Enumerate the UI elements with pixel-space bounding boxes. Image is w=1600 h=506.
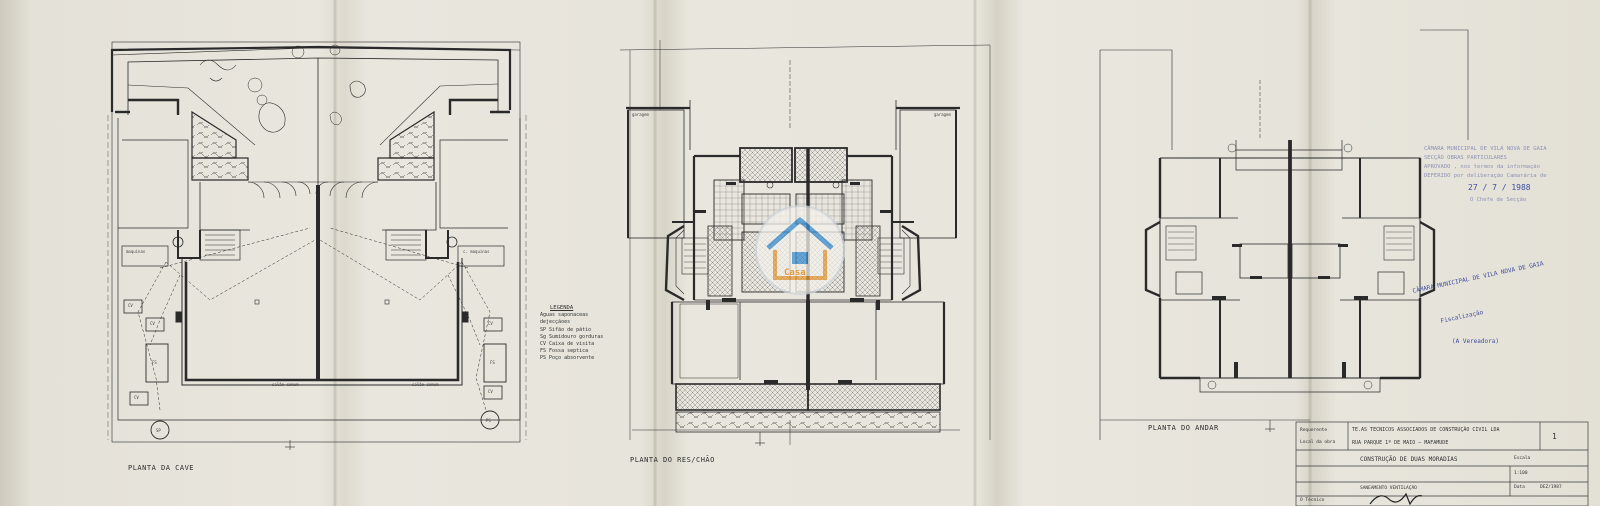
room-label-garagem-left: garagem xyxy=(632,112,649,117)
room-label-garagem-right: garagem xyxy=(934,112,951,117)
title-block-project: CONSTRUÇÃO DE DUAS MORADIAS xyxy=(1360,456,1458,463)
watermark-logo xyxy=(755,205,845,295)
title-block-escala-label: Escala xyxy=(1514,456,1531,461)
watermark-text: Casa xyxy=(784,268,806,278)
tag-cv-1: CV xyxy=(128,303,133,308)
approval-stamp-line: SECÇÃO OBRAS PARTICULARES xyxy=(1424,155,1507,161)
tag-cv-3: CV xyxy=(134,395,139,400)
tag-cv-2: CV xyxy=(150,321,155,326)
title-block-escala: 1:100 xyxy=(1514,471,1528,476)
approval-stamp-line: CÂMARA MUNICIPAL DE VILA NOVA DE GAIA xyxy=(1424,146,1547,152)
title-block-company: TE.AS TECNICOS ASSOCIADOS DE CONSTRUÇÃO … xyxy=(1352,427,1500,433)
room-label-salao-left: salão comum xyxy=(272,382,299,387)
fiscal-stamp-line: (A Vereadora) xyxy=(1452,338,1499,345)
tag-fs-2: FS xyxy=(490,360,495,365)
plan-title-andar: PLANTA DO ANDAR xyxy=(1148,424,1219,432)
approval-stamp-date: 27 / 7 / 1988 xyxy=(1468,183,1531,192)
title-block-subject: SANEAMENTO VENTILAÇÃO xyxy=(1360,486,1417,491)
title-block-requerente-label: Requerente xyxy=(1300,428,1328,433)
approval-stamp-line: DEFERIDO por deliberação Camarária de xyxy=(1424,173,1547,179)
plan-title-res-chao: PLANTA DO RES/CHÃO xyxy=(630,456,715,464)
title-block-frame xyxy=(1295,421,1589,506)
tag-cv-4: CV xyxy=(488,321,493,326)
legend-item: FS Fossa septica xyxy=(540,348,589,355)
legend-item: Sg Sumidouro gorduras xyxy=(540,333,604,340)
plan-title-cave: PLANTA DA CAVE xyxy=(128,464,195,472)
tag-sp: SP xyxy=(156,428,161,433)
legend-item: dejecçãoes xyxy=(540,319,571,326)
title-block-local-label: Local da obra xyxy=(1300,440,1336,445)
legend-item: CV Caixa de visita xyxy=(540,341,595,348)
legend-item: Aguas saponaceas xyxy=(540,312,589,319)
tag-fs-1: FS xyxy=(152,360,157,365)
room-label-maquinas-left: maquinas xyxy=(126,249,146,254)
title-block-data: DEZ/1987 xyxy=(1540,485,1562,490)
plan-andar xyxy=(1099,29,1469,440)
legend: LEGENDA Aguas saponaceas dejecçãoes SP S… xyxy=(540,305,603,363)
legend-item: SP Sifão de pátio xyxy=(540,326,592,333)
approval-stamp-line: APROVADO , nos termos da informação xyxy=(1424,164,1540,170)
approval-stamp-line: O Chefe de Secção xyxy=(1470,197,1527,203)
legend-title: LEGENDA xyxy=(550,305,574,311)
legend-item: PS Poço absorvente xyxy=(540,355,595,362)
plan-cave xyxy=(107,41,527,450)
title-block-sheet-number: 1 xyxy=(1552,432,1557,441)
title-block-data-label: Data xyxy=(1514,485,1525,490)
tag-ps: PS xyxy=(486,418,491,423)
room-label-maquinas-right: c. maquinas xyxy=(463,249,490,254)
title-block-address: RUA PARQUE 1º DE MAIO — MAFAMUDE xyxy=(1352,440,1449,446)
room-label-salao-right: salão comum xyxy=(412,382,439,387)
tag-cv-5: CV xyxy=(488,389,493,394)
title-block-tecnico-label: O Técnico xyxy=(1300,498,1325,503)
